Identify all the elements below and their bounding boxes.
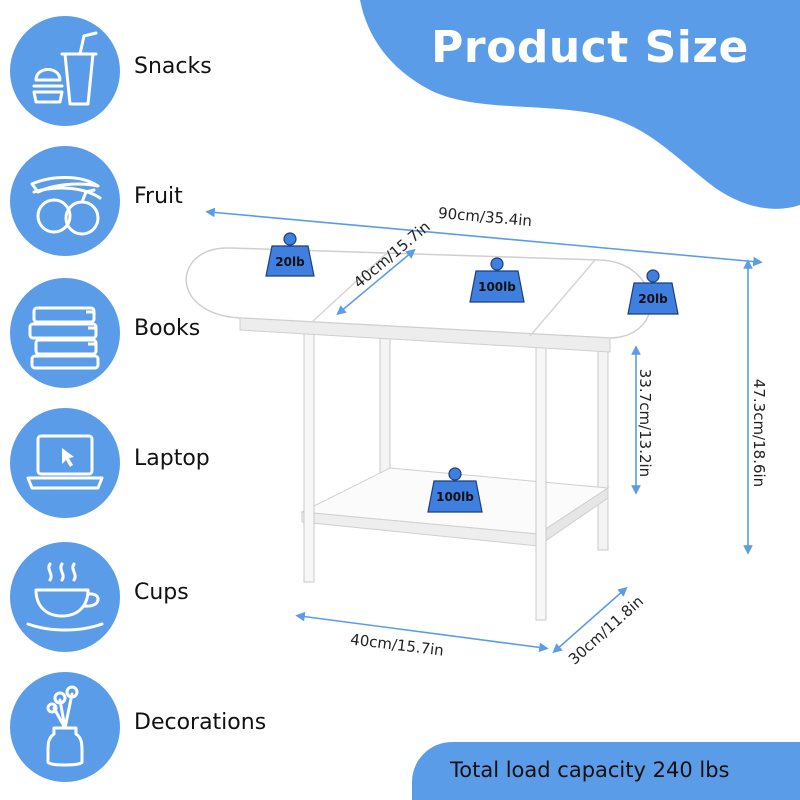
use-item-decorations: Decorations <box>10 672 300 782</box>
dimension-lines <box>205 207 763 654</box>
use-item-books: Books <box>10 278 300 388</box>
capacity-text: Total load capacity 240 lbs <box>450 758 730 782</box>
use-item-laptop: Laptop <box>10 408 300 518</box>
vase-icon <box>10 672 120 782</box>
weight-label-shelf: 100lb <box>436 490 474 504</box>
weight-lower-shelf: 100lb <box>427 467 483 513</box>
use-label-fruit: Fruit <box>134 184 183 209</box>
weight-left-leaf: 20lb <box>265 232 315 277</box>
snacks-icon <box>10 16 120 126</box>
use-label-decorations: Decorations <box>134 710 267 735</box>
use-item-fruit: Fruit <box>10 146 300 256</box>
weight-label-center: 100lb <box>478 280 516 294</box>
use-label-snacks: Snacks <box>134 54 212 79</box>
header-blob <box>360 0 800 209</box>
use-item-cups: Cups <box>10 542 300 652</box>
books-icon <box>10 278 120 388</box>
laptop-icon <box>10 408 120 518</box>
use-label-laptop: Laptop <box>134 446 210 471</box>
use-label-cups: Cups <box>134 580 189 605</box>
weight-label-right: 20lb <box>638 292 668 306</box>
weight-label-left: 20lb <box>275 255 305 269</box>
dim-shelf-height: 33.7cm/13.2in <box>636 368 655 478</box>
cup-icon <box>10 542 120 652</box>
use-item-snacks: Snacks <box>10 16 300 126</box>
weight-center-top: 100lb <box>469 257 525 303</box>
dim-total-height: 47.3cm/18.6in <box>750 378 769 488</box>
capacity-banner: Total load capacity 240 lbs <box>412 742 800 800</box>
use-label-books: Books <box>134 316 201 341</box>
weight-right-leaf: 20lb <box>627 269 679 315</box>
table-top <box>185 247 651 353</box>
fruit-icon <box>10 146 120 256</box>
uses-list: Snacks Fruit <box>0 0 300 800</box>
page-title: Product Size <box>431 22 749 73</box>
